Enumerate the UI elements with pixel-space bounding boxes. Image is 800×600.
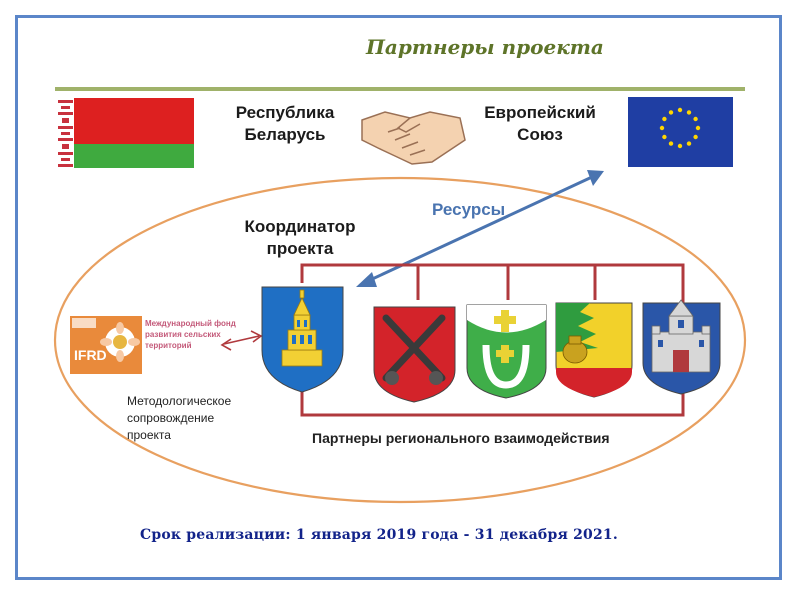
ifrd-caption: Международный фонд развития сельских тер… <box>145 319 236 350</box>
page-title: Партнеры проекта <box>366 35 604 59</box>
resources-label: Ресурсы <box>432 200 506 219</box>
handshake-icon <box>361 111 466 165</box>
project-ellipse <box>53 176 747 504</box>
jug-coat-of-arms-icon <box>555 302 633 398</box>
coordinator-line2: проекта <box>266 239 334 258</box>
belarus-flag-icon <box>57 98 194 168</box>
horseshoe-coat-of-arms-icon <box>466 304 547 399</box>
cannons-coat-of-arms-icon <box>373 306 456 403</box>
ifrd-logo-text: IFRD <box>74 347 107 363</box>
methodology-label: Методологическое сопровождение проекта <box>127 393 267 444</box>
republic-line1: Республика <box>235 103 335 122</box>
union-line2: Союз <box>517 125 563 144</box>
coordinator-label: Координатор проекта <box>230 216 370 260</box>
eu-flag-icon <box>628 97 733 167</box>
coordinator-line1: Координатор <box>244 217 356 236</box>
republic-line2: Беларусь <box>244 125 326 144</box>
slide-frame <box>15 15 782 580</box>
castle-coat-of-arms-icon <box>642 299 721 395</box>
ifrd-link-arrow <box>220 330 263 351</box>
partners-label: Партнеры регионального взаимодействия <box>312 430 610 446</box>
republic-label: Республика Беларусь <box>220 102 350 146</box>
resources-arrow <box>356 170 604 287</box>
methodology-line3: проекта <box>127 428 171 442</box>
coordinator-coat-of-arms-icon <box>261 286 344 393</box>
union-line1: Европейский <box>484 103 596 122</box>
union-label: Европейский Союз <box>470 102 610 146</box>
methodology-line1: Методологическое <box>127 394 232 408</box>
project-term: Срок реализации: 1 января 2019 года - 31… <box>140 527 618 543</box>
ifrd-logo-icon: IFRD <box>70 316 142 374</box>
title-divider <box>55 87 745 91</box>
methodology-line2: сопровождение <box>127 411 215 425</box>
